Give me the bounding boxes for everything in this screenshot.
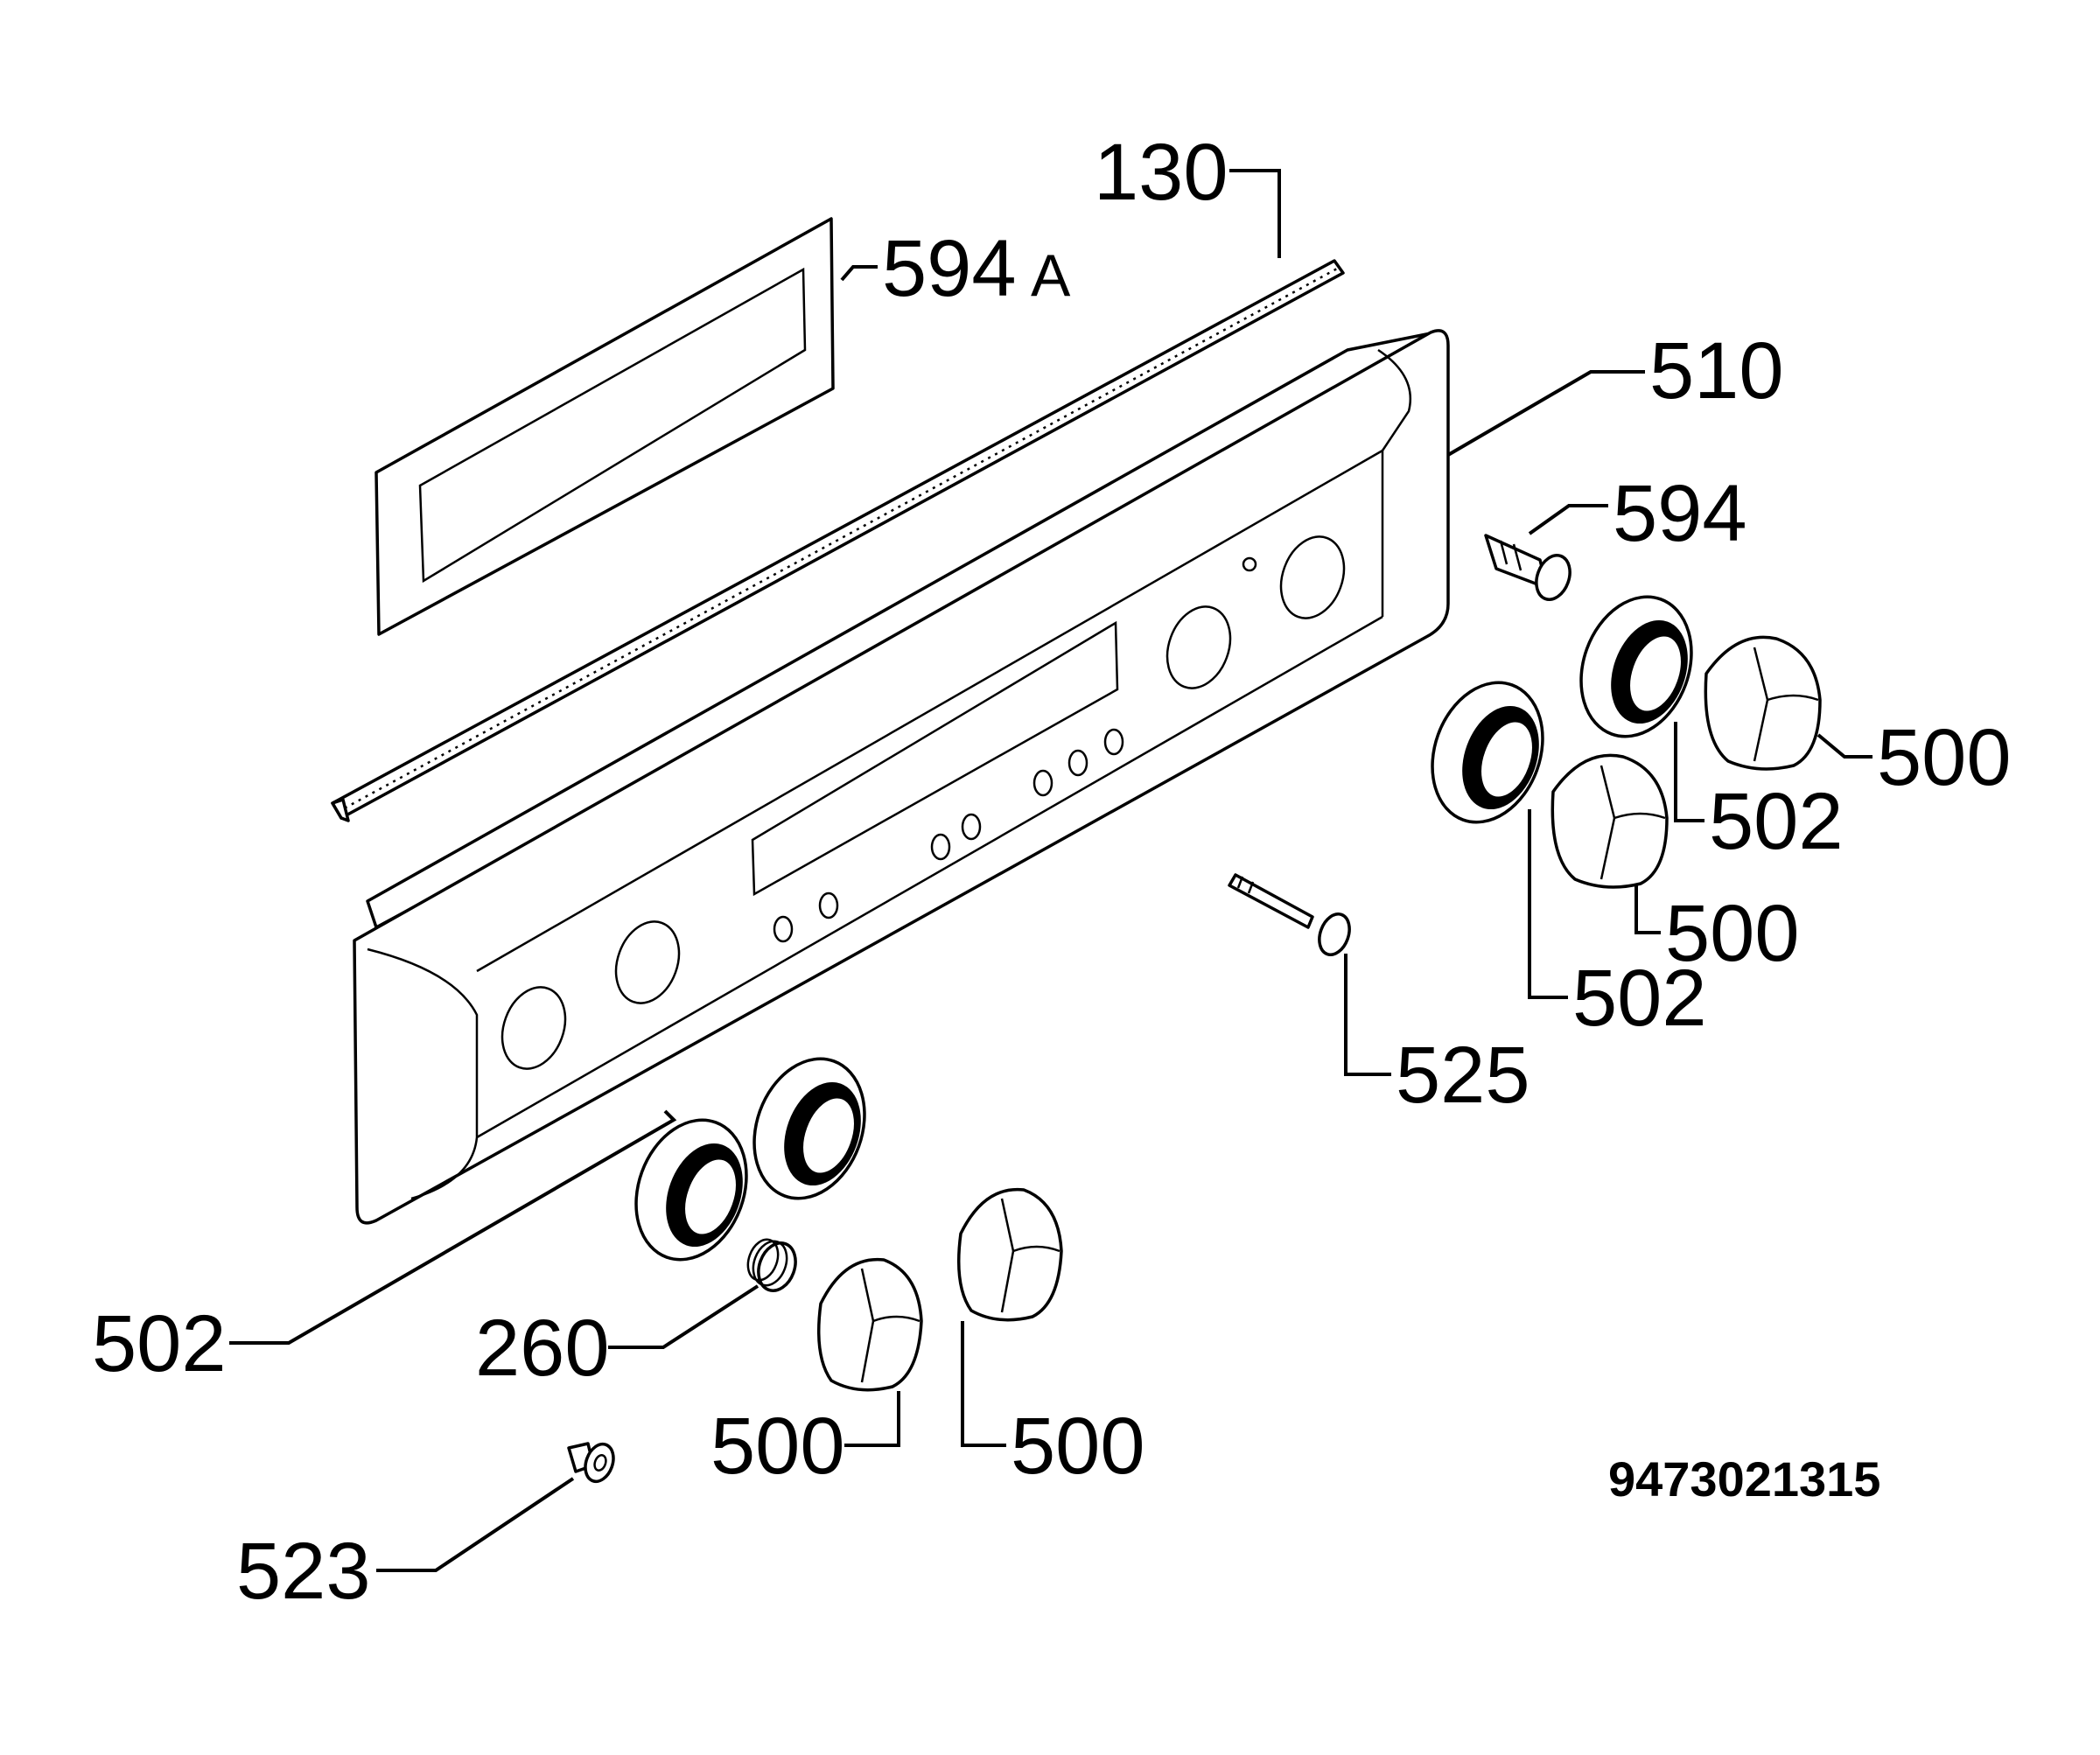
part-130-seal-strip xyxy=(331,259,1345,822)
callout-500-left-lower: 500 xyxy=(710,1402,845,1491)
callout-510: 510 xyxy=(1649,326,1784,416)
callout-130: 130 xyxy=(1094,128,1228,217)
leader-130 xyxy=(1229,169,1281,258)
leader-260 xyxy=(608,1284,760,1349)
leader-lines xyxy=(229,169,1872,1572)
part-502-bezel-left-lower xyxy=(634,1118,748,1262)
part-500-knob-left-lower xyxy=(816,1257,923,1392)
leader-500-r2 xyxy=(1634,884,1661,934)
leader-502-r2 xyxy=(1528,809,1568,999)
part-500-knob-right-upper xyxy=(1704,635,1822,771)
leader-525 xyxy=(1344,954,1391,1076)
leader-500-r1 xyxy=(1816,733,1872,759)
callout-502-right-lower: 502 xyxy=(1572,954,1707,1043)
callout-525: 525 xyxy=(1396,1031,1530,1120)
callout-500-right-lower: 500 xyxy=(1665,889,1800,978)
leader-594a xyxy=(840,265,878,282)
part-260-spring xyxy=(746,1238,797,1292)
leader-500-l1 xyxy=(844,1391,900,1447)
part-594-indicator-lamp xyxy=(1484,534,1572,601)
part-502-bezel-right-lower xyxy=(1431,681,1544,824)
part-525-spindle xyxy=(1228,873,1351,956)
part-594a-display-glass xyxy=(374,217,835,636)
part-500-knob-right-lower xyxy=(1550,753,1669,889)
callout-594a-suffix: A xyxy=(1031,242,1071,309)
leader-523 xyxy=(376,1477,575,1572)
leader-510 xyxy=(1446,370,1645,457)
callout-594: 594 xyxy=(1613,469,1747,558)
callout-502-left: 502 xyxy=(92,1299,227,1388)
part-523-screw xyxy=(567,1442,615,1484)
document-number: 9473021315 xyxy=(1608,1451,1880,1507)
callout-500-right-upper: 500 xyxy=(1877,713,2012,802)
part-502-bezel-right-upper xyxy=(1579,595,1693,738)
part-500-knob-left-upper xyxy=(956,1187,1063,1322)
leader-502-r1 xyxy=(1674,722,1704,822)
leader-500-l2 xyxy=(961,1321,1006,1447)
callout-523: 523 xyxy=(236,1527,371,1616)
leader-594 xyxy=(1528,504,1608,535)
callout-502-right-upper: 502 xyxy=(1709,777,1844,866)
leader-502-l xyxy=(229,1109,677,1345)
callout-500-left-upper: 500 xyxy=(1011,1402,1145,1491)
part-502-bezel-left-upper xyxy=(752,1057,866,1200)
callout-260: 260 xyxy=(475,1304,610,1393)
part-510-control-panel xyxy=(353,329,1450,1225)
callout-594a: 594 xyxy=(882,224,1017,313)
callout-labels: 130 594 A 510 594 500 502 500 502 525 50… xyxy=(92,128,2012,1616)
